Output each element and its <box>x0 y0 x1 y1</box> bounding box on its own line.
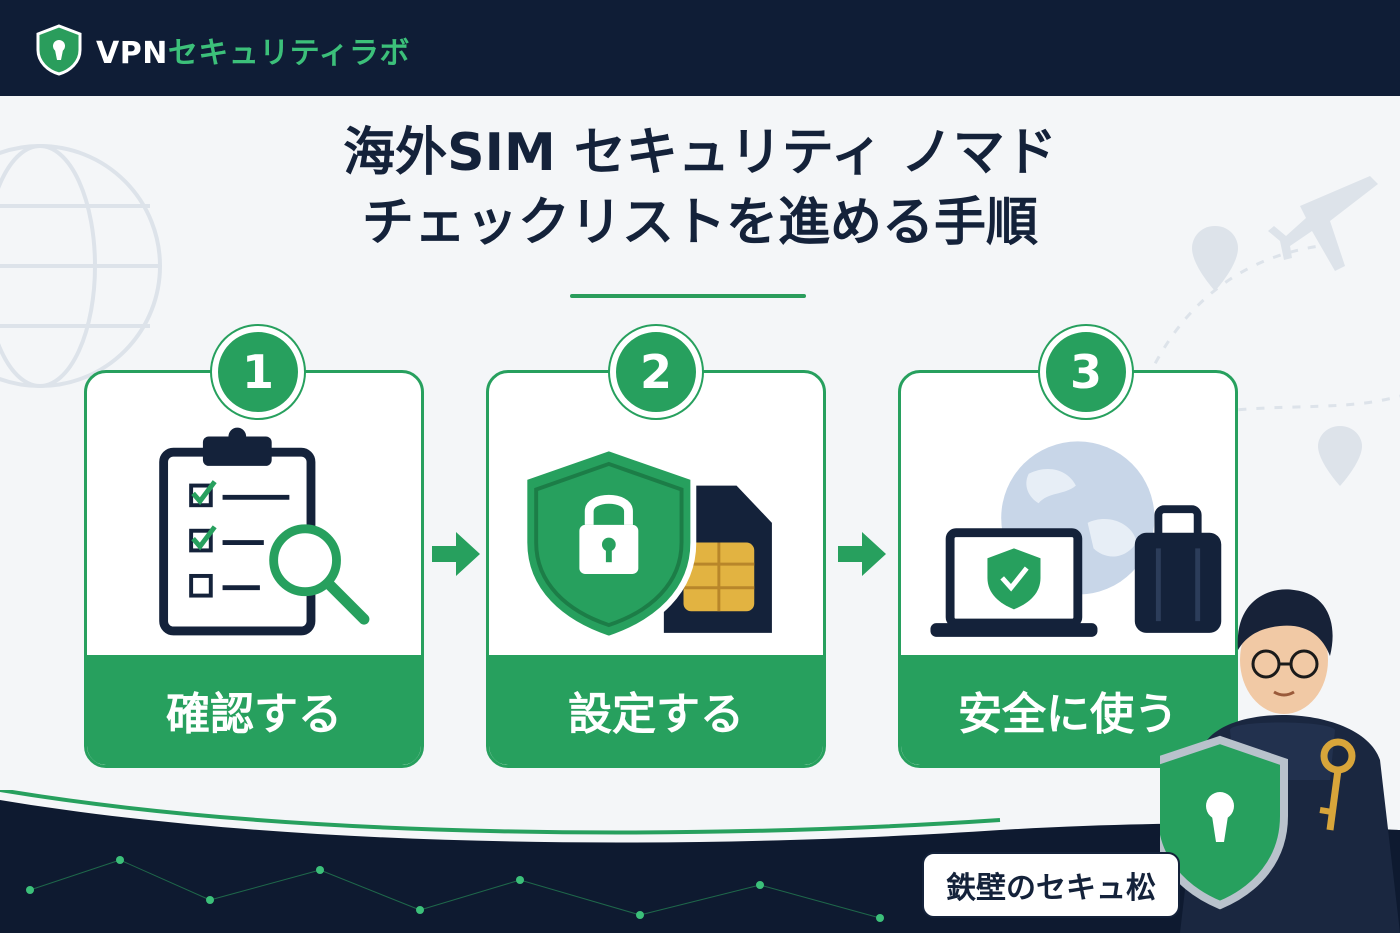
header-bar: VPNセキュリティラボ <box>0 0 1400 96</box>
arrow-right-icon <box>432 532 480 576</box>
brand-logo[interactable]: VPNセキュリティラボ <box>34 24 410 76</box>
title-line-2: チェックリストを進める手順 <box>361 193 1038 253</box>
step-number-1: 1 <box>212 326 304 418</box>
key-icon <box>1319 738 1356 831</box>
brand-subtitle: セキュリティラボ <box>167 36 411 71</box>
brand-vpn: VPN <box>96 36 168 71</box>
title-line-1: 海外SIM セキュリティ ノマド <box>343 123 1057 183</box>
airplane-icon <box>1268 176 1378 271</box>
clipboard-checklist-magnifier-icon <box>159 427 370 636</box>
shield-keyhole-icon <box>1160 735 1288 910</box>
brand-name: VPNセキュリティラボ <box>96 28 410 72</box>
step-number-2: 2 <box>610 326 702 418</box>
character-mascot <box>1160 589 1400 933</box>
step-label-2: 設定する <box>489 655 823 765</box>
step-label-1: 確認する <box>87 655 421 765</box>
arrow-right-icon <box>838 532 886 576</box>
step-card-3[interactable]: 安全に使う <box>898 370 1238 768</box>
shield-lock-sim-card-icon <box>521 445 772 642</box>
shield-keyhole-icon <box>36 24 82 76</box>
character-name-badge: 鉄壁のセキュ松 <box>922 852 1180 918</box>
step-card-1[interactable]: 確認する <box>84 370 424 768</box>
step-number-3: 3 <box>1040 326 1132 418</box>
step-label-3: 安全に使う <box>901 655 1235 765</box>
title-underline <box>570 294 806 298</box>
map-pin-icon <box>1192 226 1362 486</box>
globe-outline-icon <box>0 144 162 388</box>
step-card-2[interactable]: 設定する <box>486 370 826 768</box>
background-decoration <box>0 144 1400 486</box>
page-title: 海外SIM セキュリティ ノマド チェックリストを進める手順 <box>0 118 1400 258</box>
globe-laptop-suitcase-icon <box>930 441 1222 637</box>
